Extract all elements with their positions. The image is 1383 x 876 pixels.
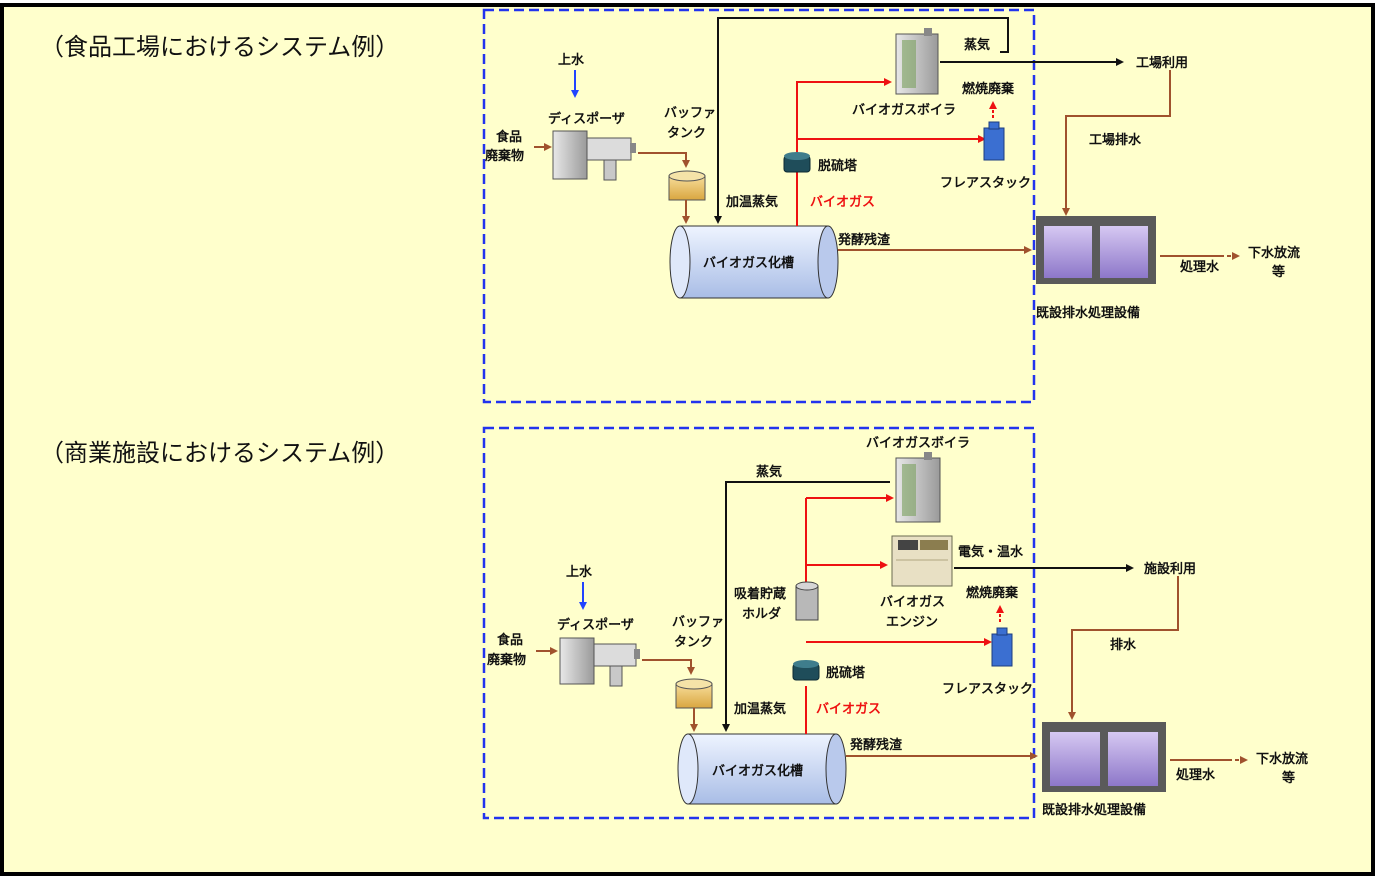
wastewater-line — [1068, 576, 1179, 720]
combustion-label: 燃焼廃棄 — [962, 81, 1015, 97]
buffer-tank-icon — [668, 170, 706, 201]
steam-return-line — [722, 481, 890, 732]
digestate-label: 発酵残渣 — [849, 737, 903, 753]
treatment-plant-label: 既設排水処理設備 — [1042, 802, 1146, 818]
biogas-label: バイオガス — [810, 195, 875, 210]
desulfurizer-label: 脱硫塔 — [818, 158, 858, 174]
digester-tank — [669, 225, 839, 299]
discharge-label-2: 等 — [1281, 770, 1295, 786]
treated-water-label: 処理水 — [1179, 259, 1220, 275]
diagram-commercial-facility: 上水 食品 廃棄物 ディスポーザ バッファ タンク — [482, 426, 1308, 820]
buffer-tank-label-1: バッファ — [664, 106, 716, 121]
steam-label: 蒸気 — [964, 37, 990, 53]
desulfurizer-icon — [783, 152, 811, 173]
diagram-food-factory: 上水 食品 廃棄物 ディスポーザ バッファ タンク — [482, 8, 1300, 404]
flare-stack-label: フレアスタック — [940, 176, 1031, 191]
biogas-to-boiler-line — [796, 78, 892, 226]
disposer-icon — [552, 130, 636, 181]
disposer-label: ディスポーザ — [548, 111, 625, 127]
buffer-tank-icon — [675, 678, 713, 709]
combustion-label: 燃焼廃棄 — [966, 585, 1019, 601]
usage-label: 工場利用 — [1136, 55, 1188, 71]
flare-stack-icon — [991, 627, 1013, 667]
biogas-label: バイオガス — [816, 702, 881, 717]
water-in-label: 上水 — [558, 52, 585, 68]
desulfurizer-icon — [792, 660, 820, 681]
food-factory-heading: （食品工場におけるシステム例） — [40, 33, 400, 61]
system-boundary — [482, 8, 1036, 404]
power-heat-label: 電気・温水 — [958, 544, 1024, 560]
usage-label: 施設利用 — [1144, 561, 1196, 577]
boiler-label: バイオガスボイラ — [852, 102, 956, 118]
buffer-tank-label-1: バッファ — [672, 615, 724, 630]
boiler-icon — [895, 452, 941, 523]
heating-steam-label: 加温蒸気 — [725, 194, 778, 210]
buffer-tank-label-2: タンク — [674, 635, 713, 650]
disposer-to-buffer-arrow — [638, 152, 690, 168]
discharge-label-1: 下水放流 — [1256, 751, 1308, 767]
digester-label: バイオガス化槽 — [703, 255, 794, 271]
disposer-to-buffer-arrow — [642, 659, 695, 675]
flare-stack-label: フレアスタック — [942, 682, 1033, 697]
food-waste-label-1: 食品 — [497, 632, 523, 648]
treatment-plant-icon — [1042, 722, 1166, 792]
discharge-label-1: 下水放流 — [1248, 245, 1300, 261]
gas-holder-label-1: 吸着貯蔵 — [734, 586, 786, 602]
gas-engine-icon — [891, 535, 953, 587]
wastewater-line — [1062, 70, 1171, 216]
water-in-label: 上水 — [566, 564, 593, 580]
treated-water-label: 処理水 — [1175, 767, 1216, 783]
food-waste-label-1: 食品 — [496, 129, 522, 145]
food-waste-label-2: 廃棄物 — [486, 652, 526, 668]
treatment-plant-icon — [1036, 216, 1156, 284]
wastewater-label: 工場排水 — [1089, 132, 1142, 148]
flare-stack-icon — [983, 121, 1005, 161]
steam-label: 蒸気 — [756, 464, 782, 480]
gas-holder-icon — [795, 581, 819, 621]
disposer-label: ディスポーザ — [557, 617, 634, 633]
food-waste-label-2: 廃棄物 — [484, 148, 524, 164]
heating-steam-label: 加温蒸気 — [733, 701, 786, 717]
digester-tank — [677, 733, 847, 805]
boiler-icon — [895, 28, 939, 95]
buffer-tank-label-2: タンク — [667, 126, 706, 141]
digestate-label: 発酵残渣 — [837, 232, 891, 248]
boiler-label: バイオガスボイラ — [866, 435, 970, 451]
gas-holder-label-2: ホルダ — [742, 606, 781, 622]
figure-frame: （食品工場におけるシステム例） （商業施設におけるシステム例） 上水 食品 廃棄… — [0, 3, 1375, 876]
desulfurizer-label: 脱硫塔 — [826, 665, 866, 681]
disposer-icon — [559, 637, 640, 687]
digester-label: バイオガス化槽 — [712, 763, 803, 779]
system-boundary — [482, 426, 1036, 820]
wastewater-label: 排水 — [1110, 637, 1137, 653]
discharge-label-2: 等 — [1271, 264, 1285, 280]
treatment-plant-label: 既設排水処理設備 — [1036, 305, 1140, 321]
engine-label-2: エンジン — [886, 615, 938, 630]
steam-return-line — [714, 17, 1009, 224]
engine-label-1: バイオガス — [880, 595, 945, 610]
commercial-facility-heading: （商業施設におけるシステム例） — [40, 439, 400, 467]
